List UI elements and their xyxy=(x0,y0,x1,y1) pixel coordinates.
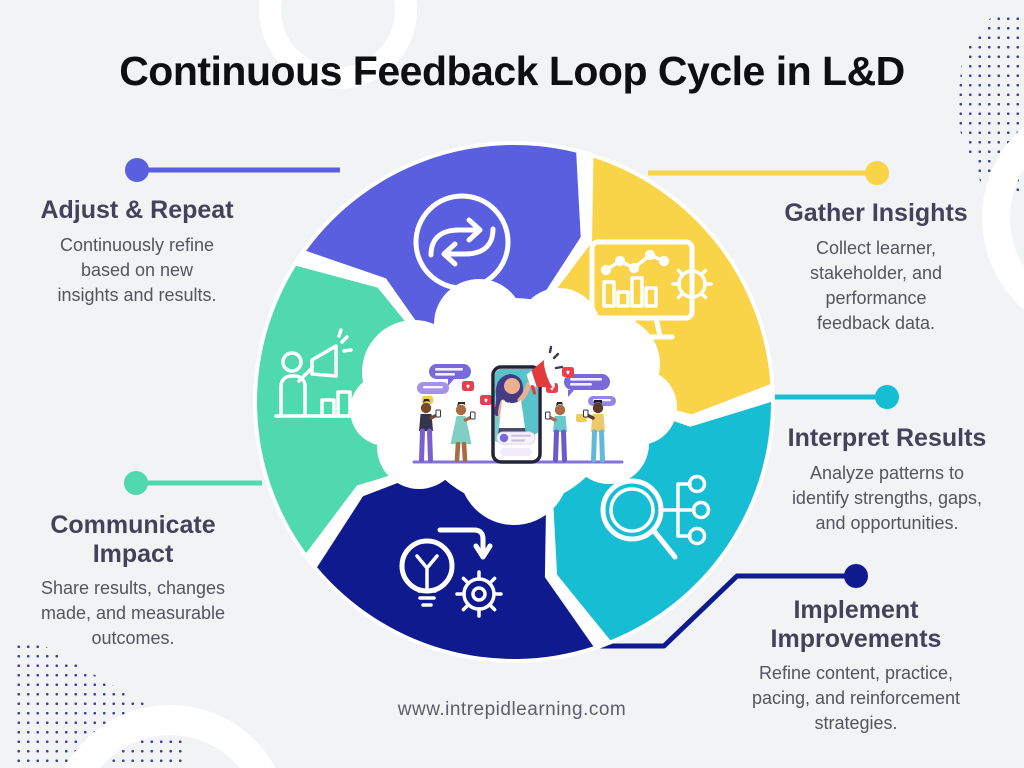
interpret-results-connector-dot xyxy=(875,385,899,409)
step-communicate-impact: Communicate Impact Share results, change… xyxy=(18,511,248,651)
implement-improvements-connector-dot xyxy=(844,564,868,588)
pinwheel-segments xyxy=(257,144,771,659)
megaphone-growth-icon xyxy=(274,328,394,418)
magnifier-network-icon xyxy=(600,474,711,560)
step-heading: Gather Insights xyxy=(784,199,968,227)
center-illustration xyxy=(412,345,624,464)
gather-insights-connector-dot xyxy=(865,161,889,185)
megaphone xyxy=(526,359,555,395)
step-description: Continuously refine based on new insight… xyxy=(57,234,217,305)
feed-cards xyxy=(496,431,536,456)
step-implement-improvements: Implement Improvements Refine content, p… xyxy=(730,596,982,736)
communicate-impact-connector-dot xyxy=(124,471,148,495)
cycle-arrows-icon xyxy=(413,193,511,291)
bulb-gear-icon xyxy=(399,527,503,618)
step-gather-insights: Gather Insights Collect learner, stakeho… xyxy=(761,199,991,336)
adjust-repeat-connector-dot xyxy=(125,158,149,182)
step-adjust-repeat: Adjust & Repeat Continuously refine base… xyxy=(22,196,252,308)
segment-gather-insights xyxy=(546,157,771,415)
connectors xyxy=(124,158,899,649)
page-title: Continuous Feedback Loop Cycle in L&D xyxy=(119,48,905,94)
person-right-2 xyxy=(583,400,605,463)
step-description: Collect learner, stakeholder, and perfor… xyxy=(809,237,943,333)
speech-bubbles-left xyxy=(417,364,471,394)
segment-icons xyxy=(274,193,713,618)
woman-with-megaphone xyxy=(494,345,564,440)
person-right-1 xyxy=(545,402,567,463)
implement-improvements-connector-line xyxy=(598,573,846,649)
step-description: Refine content, practice, pacing, and re… xyxy=(751,663,961,734)
step-heading: Implement Improvements xyxy=(770,596,942,653)
segment-adjust-repeat xyxy=(306,144,581,341)
gear-icon xyxy=(455,570,503,618)
step-description: Share results, changes made, and measura… xyxy=(40,578,226,649)
person-left-2 xyxy=(450,402,476,463)
analytics-monitor-icon xyxy=(589,239,713,340)
website-url: www.intrepidlearning.com xyxy=(397,699,627,720)
step-description: Analyze patterns to identify strengths, … xyxy=(791,462,983,533)
person-left-1 xyxy=(419,399,441,463)
step-heading: Interpret Results xyxy=(787,424,987,452)
step-interpret-results: Interpret Results Analyze patterns to id… xyxy=(752,424,1022,536)
step-heading: Adjust & Repeat xyxy=(40,196,234,224)
step-heading: Communicate Impact xyxy=(50,511,216,568)
